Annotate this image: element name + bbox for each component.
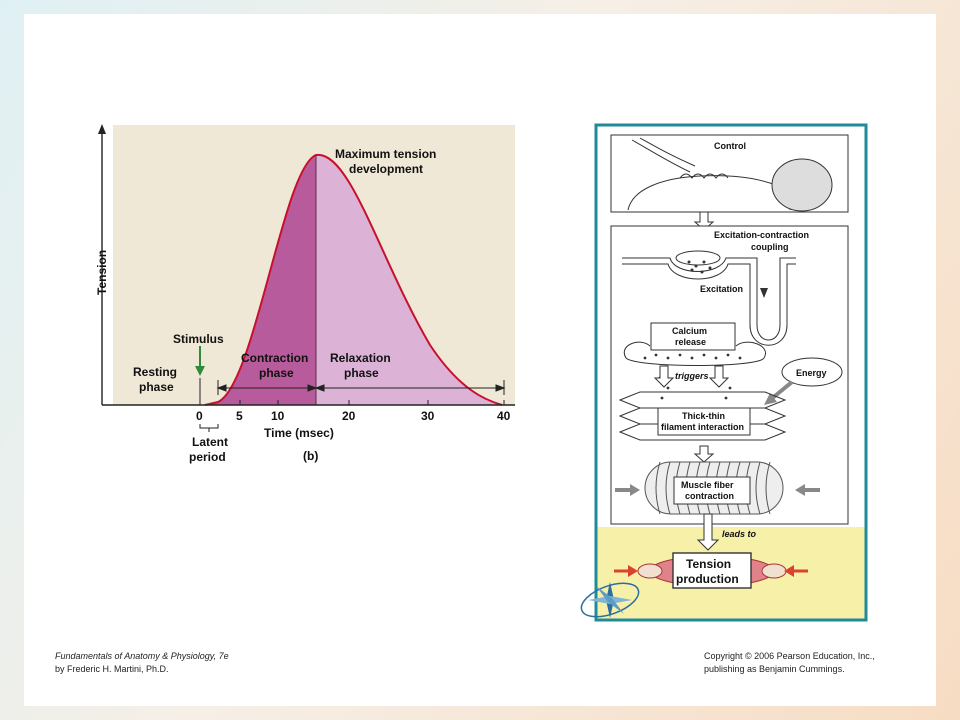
tick-label-30: 30	[421, 409, 435, 423]
left-pull-arrow-icon	[628, 565, 638, 577]
resting-label-2: phase	[139, 380, 174, 394]
thick-thin-box	[657, 407, 751, 436]
muscle-fiber-box	[673, 476, 751, 505]
contraction-area	[205, 155, 316, 405]
excitation-arrow-icon	[760, 288, 768, 298]
control-label: Control	[714, 141, 746, 151]
peak-label-2: development	[349, 162, 423, 176]
energy-label: Energy	[796, 368, 827, 378]
down-arrow-icon-3	[696, 513, 720, 551]
footer-right: Copyright © 2006 Pearson Education, Inc.…	[704, 650, 875, 676]
tick-label-5: 5	[236, 409, 243, 423]
copyright-line-2: publishing as Benjamin Cummings.	[704, 664, 845, 674]
calcium-release-box	[650, 322, 736, 351]
neuromuscular-junction-drawing	[627, 137, 833, 212]
fiber-label-2: contraction	[685, 491, 734, 501]
resting-label-1: Resting	[133, 365, 177, 379]
leads-to-label: leads to	[722, 529, 757, 539]
ec-coupling-label-1: Excitation-contraction	[714, 230, 809, 240]
tick-label-40: 40	[497, 409, 511, 423]
tension-curve	[204, 153, 503, 406]
tension-production-box	[672, 552, 752, 589]
edition: , 7e	[213, 651, 229, 661]
author: by Frederic H. Martini, Ph.D.	[55, 664, 169, 674]
y-axis-label: Tension	[95, 250, 109, 295]
fiber-label-1: Muscle fiber	[681, 480, 734, 490]
calcium-dots	[687, 260, 712, 274]
triggers-arrows	[653, 365, 730, 388]
tension-label-1: Tension	[686, 557, 731, 571]
contraction-label-2: phase	[259, 366, 294, 380]
contraction-label-1: Contraction	[241, 351, 308, 365]
peak-label-1: Maximum tension	[335, 147, 436, 161]
triggers-label: triggers	[675, 371, 709, 381]
tension-label-2: production	[676, 572, 739, 586]
t-tubule-drawing	[622, 250, 796, 346]
book-title: Fundamentals of Anatomy & Physiology	[55, 651, 214, 661]
tick-label-0: 0	[196, 409, 203, 423]
contraction-range-arrow	[216, 384, 318, 392]
latent-bracket	[199, 424, 219, 432]
flowchart-frame	[594, 123, 868, 622]
compass-logo-icon	[580, 582, 640, 618]
copyright-line-1: Copyright © 2006 Pearson Education, Inc.…	[704, 651, 875, 661]
energy-bubble	[781, 357, 843, 387]
sarcoplasmic-reticulum	[623, 341, 766, 366]
down-arrow-icon-2	[693, 445, 715, 463]
energy-arrow	[768, 380, 794, 402]
tendon-right	[761, 563, 787, 579]
stimulus-label: Stimulus	[173, 332, 224, 346]
tendon-left	[637, 563, 663, 579]
right-pull-arrow-icon	[784, 565, 794, 577]
thick-thin-label-1: Thick-thin	[682, 411, 725, 421]
thick-thin-label-2: filament interaction	[661, 422, 744, 432]
excitation-label: Excitation	[700, 284, 743, 294]
relaxation-area	[316, 154, 502, 405]
panel-label: (b)	[303, 449, 318, 463]
relaxation-label-1: Relaxation	[330, 351, 391, 365]
y-axis-arrow-icon	[98, 124, 106, 134]
tick-label-20: 20	[342, 409, 356, 423]
energy-arrow-head-icon	[764, 393, 777, 405]
right-compress-arrow-icon	[795, 484, 805, 496]
calcium-label-1: Calcium	[672, 326, 707, 336]
latent-label-1: Latent	[192, 435, 228, 449]
ec-coupling-label-2: coupling	[751, 242, 789, 252]
left-compress-arrow-icon	[630, 484, 640, 496]
relaxation-label-2: phase	[344, 366, 379, 380]
latent-label-2: period	[189, 450, 226, 464]
stimulus-arrow-head-icon	[195, 366, 205, 376]
tick-label-10: 10	[271, 409, 285, 423]
footer-left: Fundamentals of Anatomy & Physiology, 7e…	[55, 650, 229, 676]
x-axis-label: Time (msec)	[264, 426, 334, 440]
relaxation-range-arrow	[314, 384, 506, 392]
filament-drawing	[618, 391, 787, 441]
calcium-label-2: release	[675, 337, 706, 347]
